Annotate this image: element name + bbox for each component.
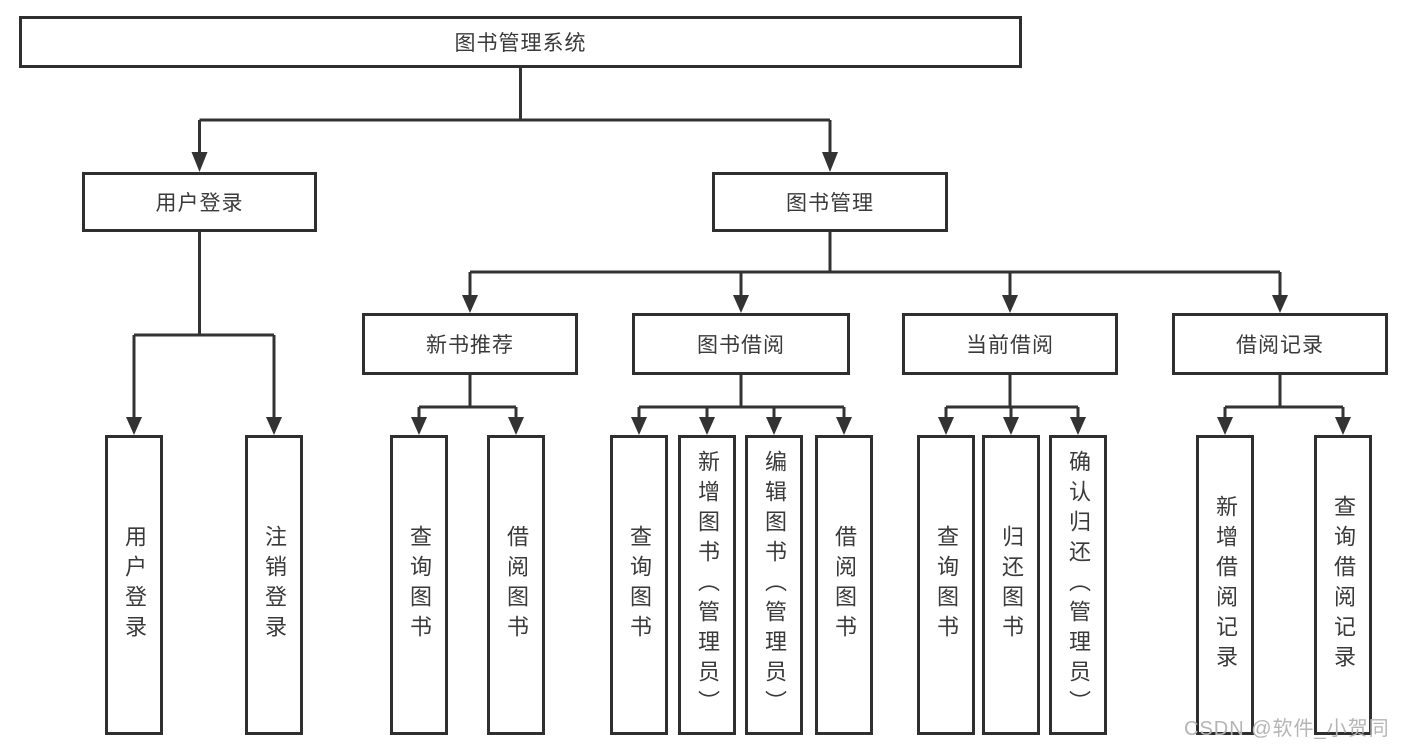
leaf-query-book-3-label: 查询图书 xyxy=(934,525,959,645)
leaf-query-record-label: 查询借阅记录 xyxy=(1331,495,1356,675)
node-new-book-rec: 新书推荐 xyxy=(362,313,578,375)
node-root-label: 图书管理系统 xyxy=(454,32,587,55)
node-user-login: 用户登录 xyxy=(82,172,317,232)
leaf-add-book: 新增图书（管理员） xyxy=(678,435,736,735)
connector-new-book-branch xyxy=(411,375,524,435)
leaf-edit-book: 编辑图书（管理员） xyxy=(745,435,803,735)
node-book-mgmt-label: 图书管理 xyxy=(786,192,874,215)
leaf-add-book-label: 新增图书（管理员） xyxy=(695,450,720,720)
leaf-query-book-1: 查询图书 xyxy=(390,435,448,735)
leaf-borrow-book-2-label: 借阅图书 xyxy=(832,525,857,645)
leaf-confirm-return-label: 确认归还（管理员） xyxy=(1066,450,1091,720)
leaf-query-book-3: 查询图书 xyxy=(917,435,975,735)
leaf-query-book-1-label: 查询图书 xyxy=(407,525,432,645)
leaf-return-book-label: 归还图书 xyxy=(999,525,1024,645)
connector-borrow-records-branch xyxy=(1217,375,1351,435)
node-user-login-label: 用户登录 xyxy=(155,192,244,215)
leaf-return-book: 归还图书 xyxy=(982,435,1040,735)
node-borrow-records: 借阅记录 xyxy=(1172,313,1388,375)
leaf-borrow-book-1: 借阅图书 xyxy=(487,435,545,735)
leaf-logout: 注销登录 xyxy=(245,435,303,735)
node-book-borrow: 图书借阅 xyxy=(632,313,850,375)
connector-book-mgmt-branch xyxy=(462,232,1288,313)
leaf-add-record-label: 新增借阅记录 xyxy=(1213,495,1238,675)
leaf-add-record: 新增借阅记录 xyxy=(1196,435,1254,735)
leaf-borrow-book-2: 借阅图书 xyxy=(815,435,873,735)
connector-root-to-level2 xyxy=(191,68,838,172)
leaf-confirm-return: 确认归还（管理员） xyxy=(1049,435,1107,735)
csdn-watermark: CSDN @软件_小贺同学 xyxy=(1184,718,1390,740)
leaf-user-login-label: 用户登录 xyxy=(122,525,147,645)
node-book-mgmt: 图书管理 xyxy=(712,172,948,232)
node-root: 图书管理系统 xyxy=(19,16,1022,68)
leaf-query-book-2-label: 查询图书 xyxy=(627,525,652,645)
node-current-borrow: 当前借阅 xyxy=(902,313,1118,375)
leaf-borrow-book-1-label: 借阅图书 xyxy=(504,525,529,645)
connector-current-borrow-branch xyxy=(938,375,1086,435)
leaf-query-record: 查询借阅记录 xyxy=(1314,435,1372,735)
node-borrow-records-label: 借阅记录 xyxy=(1236,334,1324,357)
leaf-logout-label: 注销登录 xyxy=(262,525,287,645)
leaf-query-book-2: 查询图书 xyxy=(610,435,668,735)
node-book-borrow-label: 图书借阅 xyxy=(697,334,785,357)
node-current-borrow-label: 当前借阅 xyxy=(966,334,1054,357)
node-new-book-rec-label: 新书推荐 xyxy=(426,334,514,357)
connector-user-login-branch xyxy=(126,232,282,435)
leaf-edit-book-label: 编辑图书（管理员） xyxy=(762,450,787,720)
leaf-user-login: 用户登录 xyxy=(105,435,163,735)
connector-book-borrow-branch xyxy=(631,375,852,435)
